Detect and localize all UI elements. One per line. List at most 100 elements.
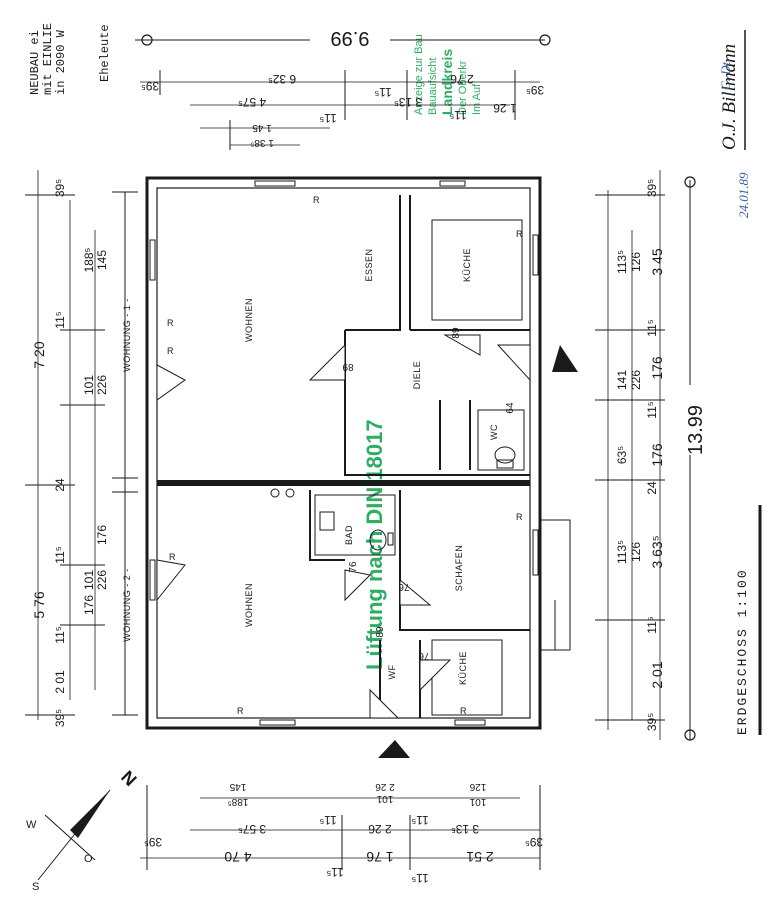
bottom-dimension-chains (140, 785, 541, 870)
stove-burners (270, 488, 295, 498)
door-entrance-1 (496, 344, 531, 382)
wc-fixtures (477, 409, 525, 471)
compass-south: S (32, 881, 39, 893)
right-dim-17: 2 01 (649, 661, 665, 688)
overall-width-dimension: 9.99 (135, 27, 551, 54)
left-dim-2: 188⁵ (82, 247, 96, 272)
title-line-2: mit EINLIE (41, 23, 55, 95)
room-kueche-1: KÜCHE (462, 248, 472, 282)
signature-date: 24.01.89 (736, 172, 751, 218)
bottom-inner-3: 2 26 (368, 822, 392, 836)
compass-east: O (84, 853, 93, 865)
right-dim-9: 11⁵ (645, 401, 659, 418)
terrace (539, 519, 571, 651)
bottom-window-3: 101 (376, 793, 393, 804)
bottom-window-4: 2 26 (375, 781, 395, 792)
stamp-line-1: Anzeige zur Bau (413, 34, 425, 115)
bottom-inner-4: 11⁵ (411, 813, 428, 827)
right-dim-13: 113⁵ (615, 540, 629, 564)
right-dimension-chains (595, 170, 665, 740)
left-dim-10: 101 (82, 570, 96, 590)
door-width-3: 64 (505, 402, 516, 414)
door-diele-1 (308, 343, 346, 381)
door-kueche-2 (419, 659, 452, 692)
right-dim-8: 176 (649, 356, 665, 380)
radiator-mark: R (167, 318, 174, 328)
right-dim-3: 126 (629, 252, 643, 272)
top-inner-1: 4 57⁵ (238, 95, 266, 109)
radiator-mark: R (237, 706, 244, 716)
wohnung-1-label: WOHNUNG - 1 - (122, 298, 132, 372)
room-wf: WF (387, 665, 397, 680)
right-dim-16: 11⁵ (645, 616, 659, 633)
top-dim-1: 39⁵ (141, 79, 159, 93)
bottom-window-5: 126 (469, 781, 486, 792)
door-bad (344, 569, 372, 602)
right-dim-14: 126 (629, 542, 643, 562)
bottom-outer-1: 4 70 (224, 849, 251, 865)
right-dim-7: 226 (629, 370, 643, 390)
bottom-outer-2: 11⁵ (326, 865, 343, 879)
approval-stamp: Anzeige zur Bau Bauaufsicht Landkreis De… (413, 34, 483, 115)
left-dim-9: 11⁵ (53, 546, 67, 563)
bottom-inner-5: 3 13⁵ (451, 822, 479, 836)
building-outline (145, 176, 542, 730)
right-dim-2: 113⁵ (615, 250, 629, 274)
bottom-outer-5: 2 51 (466, 849, 493, 865)
room-essen: ESSEN (364, 248, 374, 281)
right-dim-1: 39⁵ (645, 179, 659, 197)
top-dim-3: 11⁵ (374, 85, 391, 99)
stamp-line-5: Im Auf (471, 83, 483, 115)
door-schlafen (399, 578, 432, 606)
overall-length-text: 13.99 (685, 405, 707, 455)
plan-label: ERDGESCHOSS 1:100 (735, 568, 750, 735)
radiator-mark: R (516, 229, 523, 239)
right-dim-5: 11⁵ (645, 319, 659, 336)
top-window-2: 1 38⁵ (250, 137, 274, 148)
bottom-inner-1: 3 57⁵ (238, 822, 266, 836)
top-window-1: 1 45 (252, 122, 272, 133)
stamp-line-2: Bauaufsicht (427, 58, 439, 115)
left-dim-11: 226 (95, 570, 109, 590)
left-total-wohnung-2: 5 76 (31, 591, 47, 618)
right-dim-12: 24 (645, 481, 659, 495)
radiator-mark: R (169, 552, 176, 562)
door-width-7: 89 (375, 626, 386, 638)
bottom-window-6: 101 (469, 796, 486, 807)
bottom-outer-3: 1 76 (366, 849, 393, 865)
top-inner-2: 11⁵ (319, 111, 336, 125)
ventilation-stamp: Lüftung nach DIN 18017 (362, 419, 387, 670)
door-width-1: 89 (451, 327, 462, 339)
compass-needle-icon (70, 790, 110, 838)
top-dimension-chains (140, 70, 540, 150)
door-width-4: 76 (348, 561, 359, 573)
top-inner-5: 1 26 (493, 101, 517, 115)
left-dim-8: 176 (95, 525, 109, 545)
overall-length-dimension: 13.99 (678, 176, 707, 741)
bottom-window-2: 188⁵ (228, 796, 249, 807)
door-width-5: 76 (398, 581, 410, 592)
door-width-6: 76 (418, 650, 430, 661)
left-total-wohnung-1: 7 20 (31, 341, 47, 368)
room-bad: BAD (344, 525, 354, 545)
left-dim-3: 145 (95, 250, 109, 270)
room-wc: WC (489, 424, 499, 440)
left-dim-15: 39⁵ (53, 709, 67, 727)
compass-north: N (117, 767, 140, 790)
right-dim-4: 3 45 (649, 248, 665, 275)
left-dim-4: 11⁵ (53, 311, 67, 328)
compass: N O S W (26, 767, 141, 893)
right-dim-15: 3 63⁵ (649, 535, 665, 568)
bottom-outer-4: 11⁵ (411, 871, 428, 885)
radiator-mark: R (313, 195, 320, 205)
top-inner-4: 11⁵ (449, 108, 466, 122)
title-block: NEUBAU ei mit EINLIE in 2090 W (28, 23, 68, 95)
room-wohnen-1: WOHNEN (244, 298, 254, 342)
bottom-outer-6: 39⁵ (525, 835, 543, 849)
radiator-mark: R (167, 346, 174, 356)
bottom-inner-2: 11⁵ (319, 813, 336, 827)
door-entrance-2 (369, 688, 400, 719)
right-dim-18: 39⁵ (645, 713, 659, 731)
left-dim-5: 101 (82, 375, 96, 395)
left-dim-14: 2 01 (53, 670, 67, 694)
